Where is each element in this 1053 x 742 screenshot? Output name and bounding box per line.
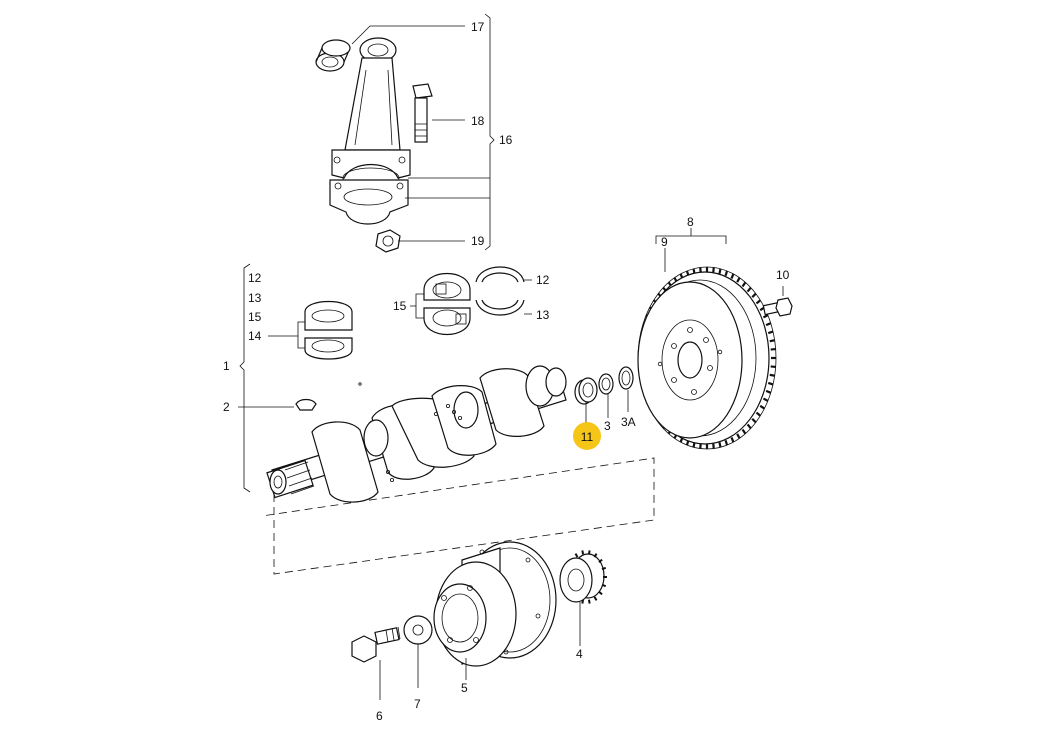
callout-3[interactable]: 3 — [604, 419, 611, 433]
ring-tooth — [726, 440, 727, 445]
callout-6[interactable]: 6 — [376, 709, 383, 723]
callout-1[interactable]: 1 — [223, 359, 230, 373]
ring-tooth — [743, 430, 746, 434]
ring-tooth — [748, 424, 751, 428]
callout-4[interactable]: 4 — [576, 647, 583, 661]
ring-tooth — [737, 278, 739, 282]
callout-13-left[interactable]: 13 — [248, 291, 262, 305]
ring-tooth — [726, 271, 727, 276]
callout-18[interactable]: 18 — [471, 114, 485, 128]
rod-bolt-part[interactable] — [413, 84, 432, 142]
gear-tooth — [595, 597, 597, 600]
thrust-washers-part[interactable] — [476, 267, 532, 315]
ring-tooth — [731, 437, 733, 442]
woodruff-key-part[interactable] — [238, 400, 316, 411]
ring-tooth — [737, 434, 739, 438]
main-bearing-shells-part[interactable] — [268, 302, 352, 360]
rod-nut-part[interactable] — [376, 230, 400, 252]
callout-5[interactable]: 5 — [461, 681, 468, 695]
callout-2[interactable]: 2 — [223, 400, 230, 414]
ring-tooth — [760, 406, 764, 409]
ring-tooth — [768, 332, 773, 333]
callout-19[interactable]: 19 — [471, 234, 485, 248]
crankshaft-pulley-part[interactable] — [434, 542, 556, 680]
ring-tooth — [756, 413, 760, 416]
gear-tooth — [582, 550, 583, 554]
ring-tooth — [719, 442, 720, 447]
thrust-bearing-shells-part[interactable] — [410, 274, 470, 335]
ring-tooth — [770, 375, 775, 376]
gear-tooth — [602, 585, 606, 586]
gear-tooth — [602, 568, 606, 569]
callout-11-highlight[interactable]: 11 — [573, 422, 601, 450]
spacer-ring-part[interactable] — [599, 374, 613, 418]
flywheel-bolt-part[interactable] — [763, 286, 792, 316]
callout-12-left[interactable]: 12 — [248, 271, 262, 285]
flywheel-part[interactable] — [638, 267, 776, 449]
ring-tooth — [766, 323, 771, 325]
ring-tooth — [766, 391, 771, 393]
ring-tooth — [719, 269, 720, 274]
ring-tooth — [770, 340, 775, 341]
ring-tooth — [752, 419, 756, 423]
gear-tooth — [589, 600, 590, 604]
gear-tooth — [589, 550, 590, 554]
small-end-bushing-part[interactable] — [316, 40, 350, 71]
ring-tooth — [768, 383, 773, 384]
callout-7[interactable]: 7 — [414, 697, 421, 711]
callout-9[interactable]: 9 — [661, 235, 668, 249]
ring-tooth — [731, 274, 733, 279]
needle-bearing-part[interactable] — [575, 378, 597, 424]
ring-tooth — [756, 300, 760, 303]
callout-13-right[interactable]: 13 — [536, 308, 550, 322]
callout-10[interactable]: 10 — [776, 268, 790, 282]
callout-16[interactable]: 16 — [499, 133, 513, 147]
callout-8[interactable]: 8 — [687, 215, 694, 229]
callout-3a[interactable]: 3A — [621, 415, 636, 429]
ring-tooth — [763, 399, 767, 401]
gear-tooth — [599, 592, 602, 595]
callout-12-right[interactable]: 12 — [536, 273, 550, 287]
callout-17[interactable]: 17 — [471, 20, 485, 34]
crankshaft-part[interactable] — [267, 366, 566, 502]
callout-15-left[interactable]: 15 — [248, 310, 262, 324]
oil-seal-part[interactable] — [619, 367, 633, 412]
pulley-bolt-part[interactable] — [352, 627, 400, 700]
ring-tooth — [752, 294, 756, 298]
ring-tooth — [763, 315, 767, 317]
timing-gear-part[interactable] — [560, 550, 607, 646]
rod-cap-part[interactable] — [330, 180, 408, 224]
callout-11: 11 — [581, 430, 594, 444]
pulley-washer-part[interactable] — [404, 616, 432, 688]
ring-tooth — [743, 282, 746, 286]
gear-tooth — [576, 554, 578, 557]
callout-14[interactable]: 14 — [248, 329, 262, 343]
ring-tooth — [748, 288, 751, 292]
callout-15-right[interactable]: 15 — [393, 299, 407, 313]
connecting-rod-assembly — [316, 14, 494, 252]
